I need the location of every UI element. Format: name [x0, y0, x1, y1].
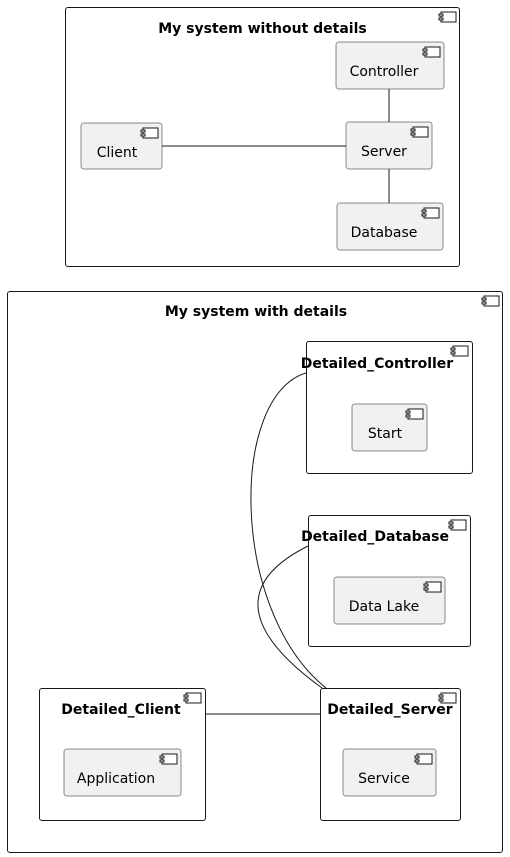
component-client[interactable]: Client — [80, 122, 163, 170]
component-label: Data Lake — [349, 599, 419, 615]
component-icon — [448, 519, 467, 531]
component-icon — [410, 126, 429, 138]
component-icon — [414, 753, 433, 765]
package-title: Detailed_Client — [61, 702, 181, 718]
component-icon — [438, 692, 457, 704]
package-title: Detailed_Server — [327, 702, 452, 718]
component-controller[interactable]: Controller — [335, 41, 445, 90]
component-icon — [183, 692, 202, 704]
component-start[interactable]: Start — [351, 403, 428, 452]
component-label: Service — [358, 771, 410, 787]
component-label: Database — [351, 225, 418, 241]
component-icon — [421, 207, 440, 219]
component-icon — [422, 46, 441, 58]
component-icon — [450, 345, 469, 357]
component-icon — [140, 127, 159, 139]
edge-controller-server-detailed — [250, 372, 327, 689]
component-icon — [438, 11, 457, 23]
component-application[interactable]: Application — [63, 748, 182, 797]
component-service[interactable]: Service — [342, 748, 437, 797]
component-label: Start — [368, 426, 403, 442]
component-database[interactable]: Database — [336, 202, 444, 251]
edge-database-server-detailed — [257, 545, 323, 689]
component-icon — [481, 295, 500, 307]
component-label: Application — [77, 771, 155, 787]
component-icon — [159, 753, 178, 765]
component-label: Server — [361, 144, 407, 160]
package-title: Detailed_Controller — [301, 356, 454, 372]
component-label: Client — [97, 145, 138, 161]
component-data-lake[interactable]: Data Lake — [333, 576, 446, 625]
component-label: Controller — [350, 64, 419, 80]
component-icon — [423, 581, 442, 593]
frame-title: My system with details — [165, 304, 347, 320]
package-title: Detailed_Database — [301, 529, 449, 545]
component-icon — [405, 408, 424, 420]
frame-title: My system without details — [158, 21, 367, 37]
component-server[interactable]: Server — [345, 121, 433, 170]
